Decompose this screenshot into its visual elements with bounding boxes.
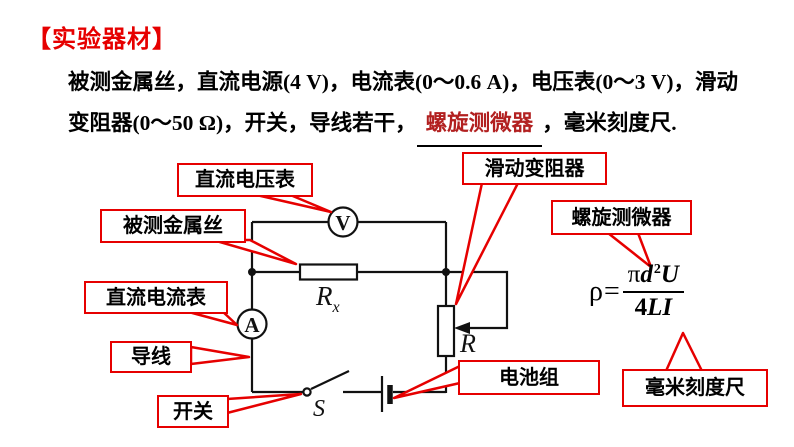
callout-battery: 电池组	[458, 360, 600, 395]
equipment-line1: 被测金属丝，直流电源(4 V)，电流表(0～0.6 A)，电压表(0～3 V)，…	[68, 70, 739, 94]
callout-rheostat: 滑动变阻器	[462, 152, 607, 185]
ammeter-letter: A	[244, 313, 260, 337]
junction-dot-right	[442, 268, 450, 276]
equipment-line2-pre: 变阻器(0～50 Ω)，开关，导线若干，	[68, 111, 417, 135]
wiper-arrowhead	[454, 322, 470, 334]
switch-lever	[310, 370, 350, 390]
rheostat-wiper-wire	[446, 270, 509, 330]
switch-contact	[302, 387, 312, 397]
voltmeter-symbol-circle	[327, 206, 359, 238]
callout-ammeter: 直流电流表	[84, 281, 228, 314]
formula-denominator: 4LI	[634, 294, 673, 321]
equipment-paragraph: 被测金属丝，直流电源(4 V)，电流表(0～0.6 A)，电压表(0～3 V)，…	[68, 62, 768, 147]
rheostat-r-label: R	[459, 329, 476, 358]
callout-lead-wire: 导线	[110, 341, 192, 373]
wire-under-test-callout-tail	[211, 238, 298, 266]
lead-wire-callout-tail	[189, 345, 251, 366]
switch-s-label: S	[313, 396, 325, 422]
formula-numerator: πd2U	[622, 261, 684, 293]
resistivity-formula: ρ= πd2U 4LI	[589, 261, 684, 322]
callout-switch: 开关	[157, 395, 229, 428]
callout-voltmeter: 直流电压表	[177, 163, 313, 197]
callout-ruler: 毫米刻度尺	[622, 369, 768, 407]
formula-lhs: ρ=	[589, 275, 621, 307]
formula-fraction: πd2U 4LI	[622, 261, 684, 322]
junction-dot-left	[248, 268, 256, 276]
resistor-rx-symbol	[298, 263, 359, 281]
page-title: 【实验器材】	[27, 27, 177, 53]
callout-micrometer: 螺旋测微器	[551, 200, 692, 235]
equipment-line2-post: ，毫米刻度尺.	[542, 111, 677, 135]
switch-callout-tail	[225, 392, 303, 415]
rheostat-symbol	[436, 304, 456, 358]
voltmeter-letter: V	[335, 211, 350, 235]
callout-wire-under-test: 被测金属丝	[100, 209, 246, 243]
blank-answer-micrometer: 螺旋测微器	[416, 103, 543, 147]
resistor-rx-label: Rx	[315, 281, 340, 316]
rheostat-callout-tail	[454, 181, 520, 306]
battery-callout-tail	[392, 364, 462, 400]
ruler-callout-tail	[664, 331, 704, 373]
